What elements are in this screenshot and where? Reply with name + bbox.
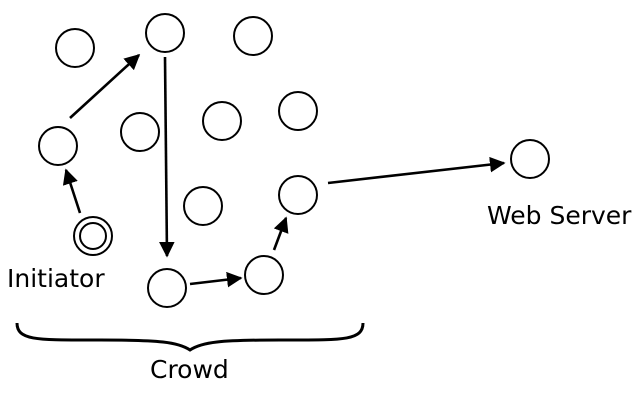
path-node-5 xyxy=(278,175,318,215)
web-server-node xyxy=(510,139,550,179)
path-node-1 xyxy=(38,126,78,166)
crowd-member-node xyxy=(183,186,223,226)
crowd-member-node xyxy=(120,112,160,152)
path-arrow xyxy=(189,271,243,288)
crowd-member-node xyxy=(55,28,95,68)
path-arrow xyxy=(62,168,82,214)
path-arrow xyxy=(327,156,506,185)
path-arrow xyxy=(69,53,141,119)
crowd-member-node xyxy=(278,91,318,131)
initiator-label: Initiator xyxy=(7,264,105,293)
crowd-label: Crowd xyxy=(150,355,229,384)
path-node-2 xyxy=(145,13,185,53)
web-server-label: Web Server xyxy=(487,201,632,230)
crowd-brace xyxy=(15,322,365,352)
path-node-4 xyxy=(244,255,284,295)
crowd-member-node xyxy=(233,16,273,56)
crowd-member-node xyxy=(202,101,242,141)
path-arrow xyxy=(272,216,289,251)
path-node-3 xyxy=(147,268,187,308)
initiator-node xyxy=(73,216,113,256)
path-arrow xyxy=(159,56,175,258)
